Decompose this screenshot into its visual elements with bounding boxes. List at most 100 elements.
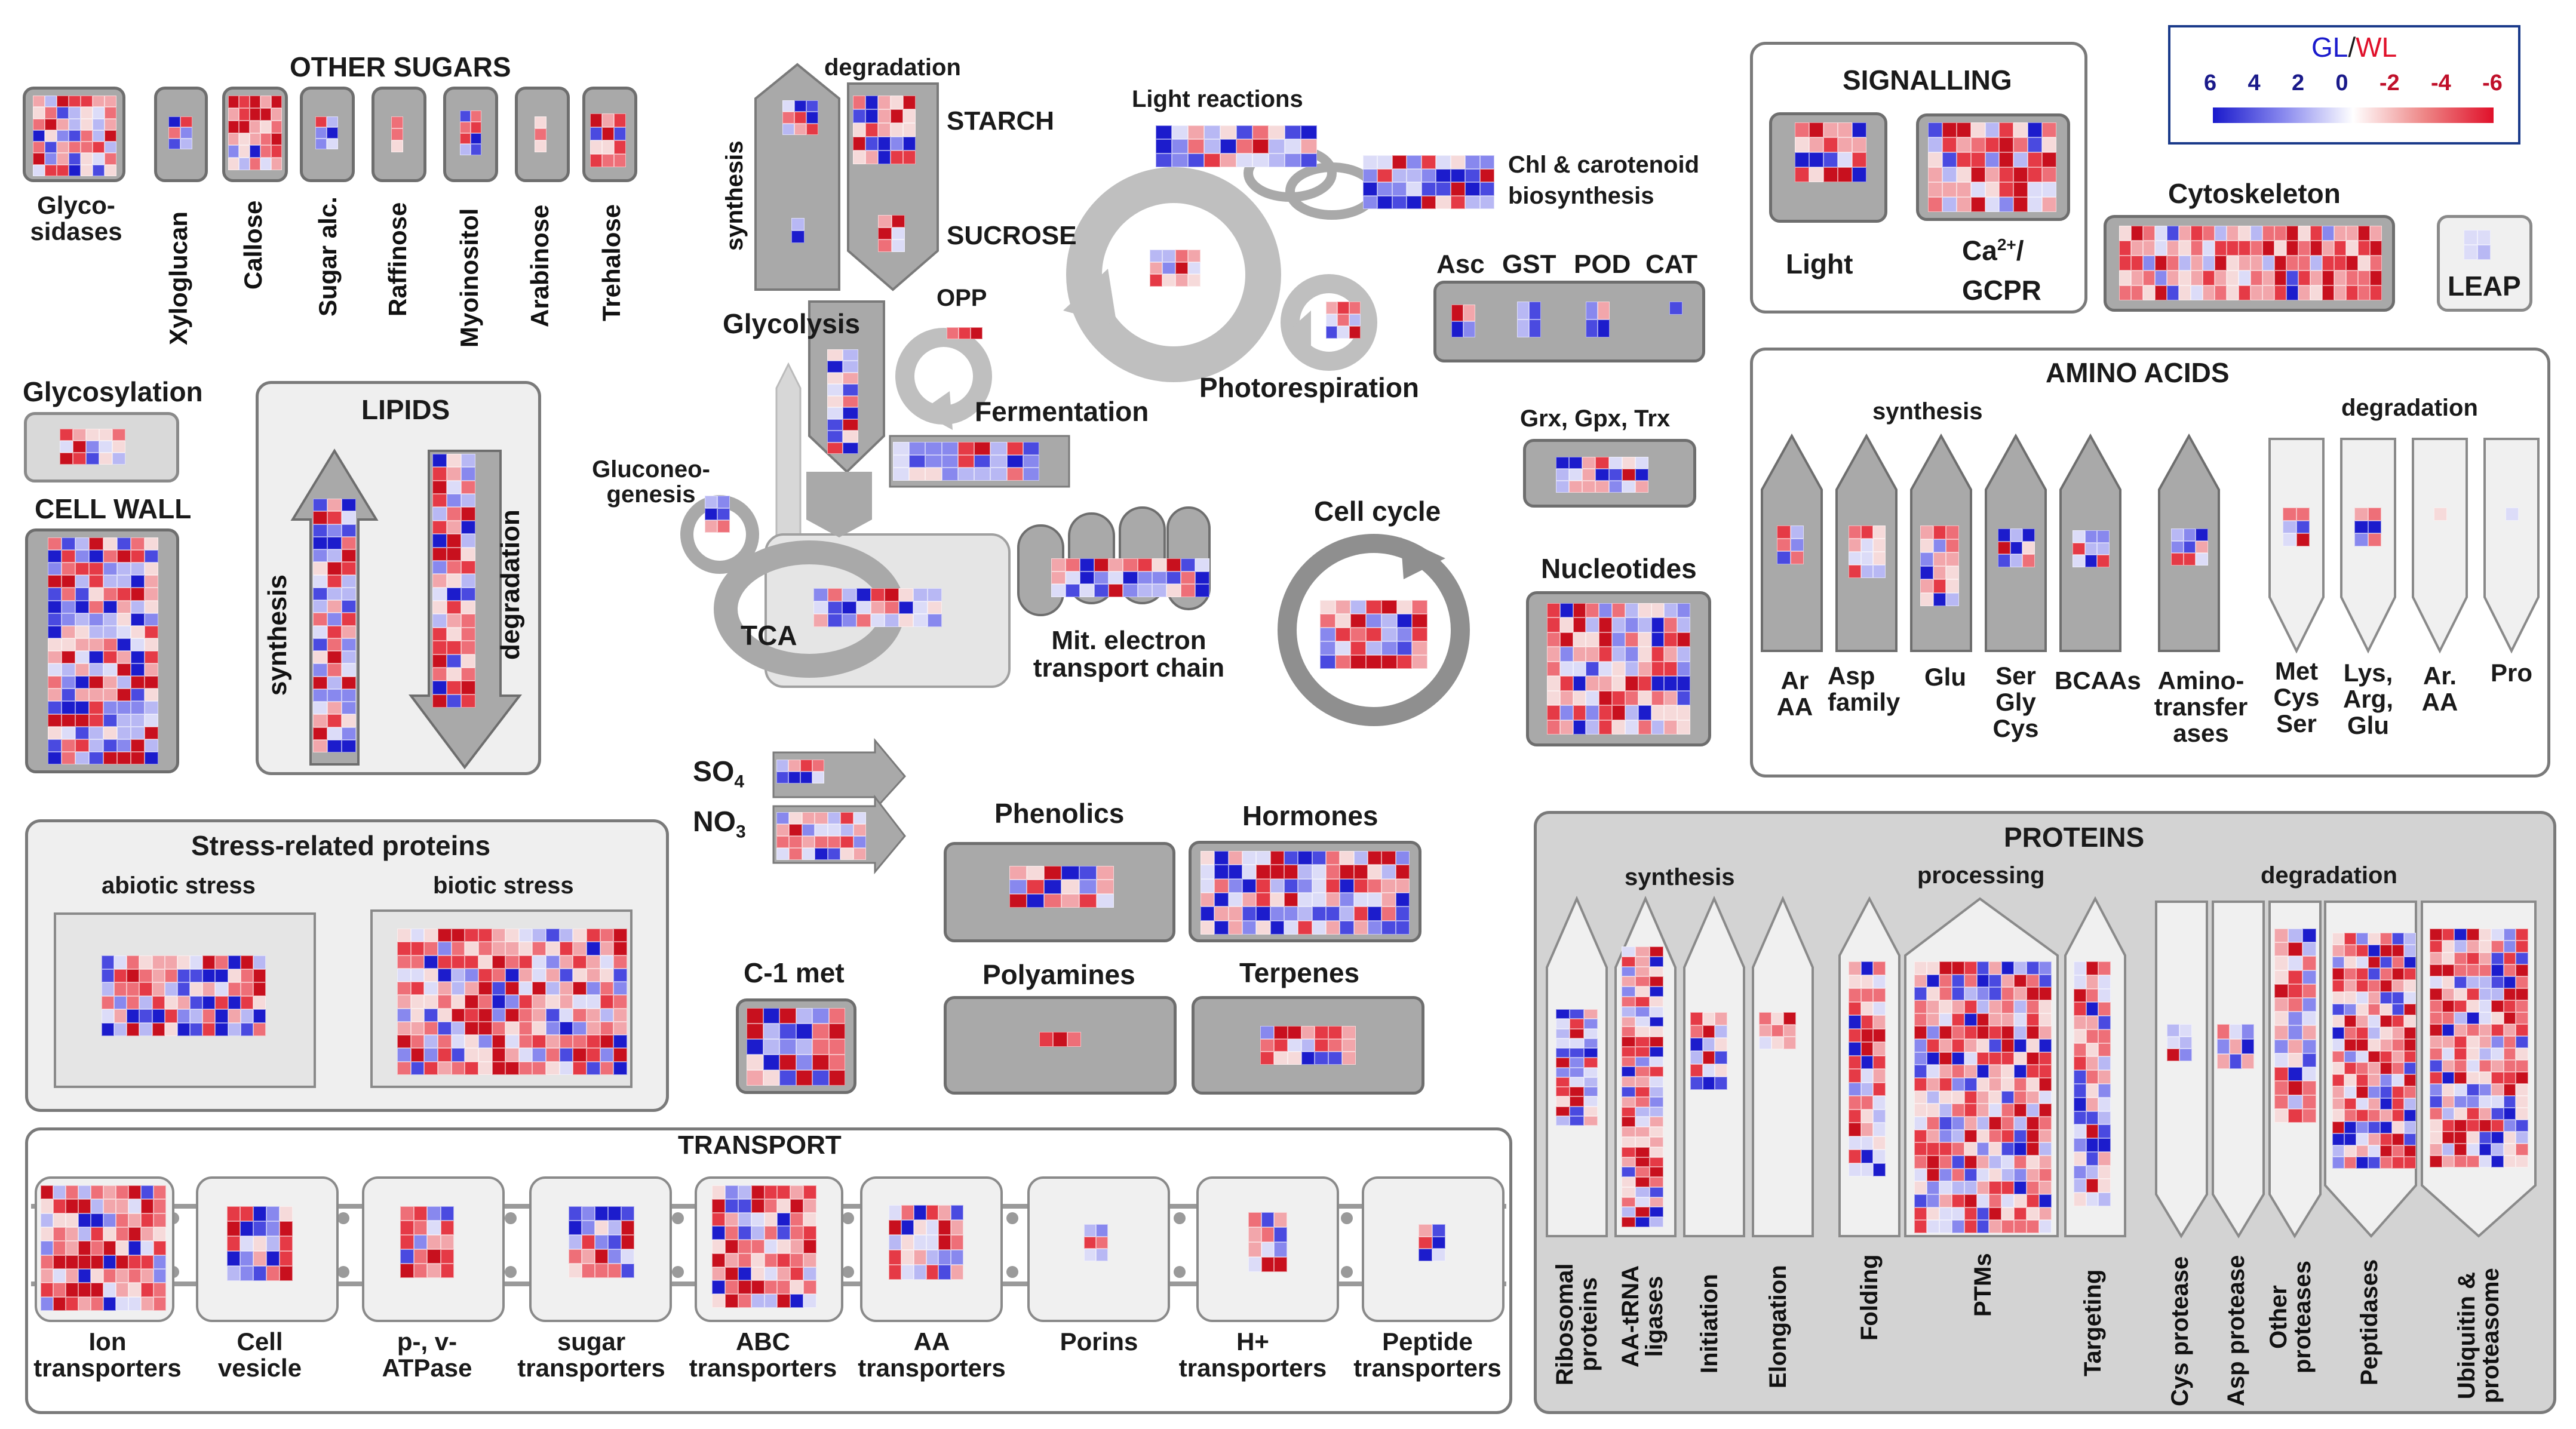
heatmap-cell [2356, 968, 2368, 980]
heatmap-cell [103, 1227, 116, 1241]
heatmap-cell [410, 1008, 425, 1022]
heatmap-cell [461, 654, 475, 668]
heatmap-cell [2346, 285, 2358, 300]
heatmap-cell [2074, 1002, 2086, 1016]
heatmap-cell [2344, 1157, 2356, 1169]
heatmap-cell [1989, 1090, 2002, 1104]
heatmap-cell [2392, 980, 2404, 992]
heatmap-cell [2217, 1039, 2230, 1054]
heatmap-cell [2274, 271, 2286, 285]
cytoskeleton-label: Cytoskeleton [2168, 178, 2341, 209]
heatmap-cell [2001, 1194, 2015, 1207]
heatmap-cell [1556, 469, 1570, 481]
heatmap-cell [413, 1221, 427, 1235]
heatmap-cell [806, 123, 818, 135]
heatmap-cell [941, 442, 958, 455]
heatmap-cell [1027, 866, 1045, 880]
heatmap-cell [2310, 241, 2322, 256]
heatmap-cell [1342, 1026, 1356, 1039]
heatmap-cell [2242, 1024, 2254, 1039]
heatmap-cell [1651, 647, 1665, 662]
heatmap-cell [889, 1235, 901, 1250]
heatmap-cell [410, 955, 425, 969]
heatmap-cell [253, 969, 266, 982]
heatmap-tca [813, 588, 942, 627]
heatmap-cell [1942, 137, 1957, 152]
heatmap-cell [763, 1039, 779, 1055]
heatmap-cell [1715, 1025, 1727, 1038]
heatmap-cell [1989, 1026, 2002, 1039]
heatmap-cell [1976, 1194, 1989, 1207]
heatmap-cell [1180, 584, 1195, 597]
heatmap-cell [1999, 122, 2014, 137]
heatmap-glycosylation [60, 429, 125, 465]
heatmap-cell [1096, 866, 1114, 880]
heatmap-cell [62, 663, 76, 677]
heatmap-cell [1421, 182, 1436, 196]
heatmap-cell [2479, 929, 2492, 941]
heatmap-cell [1556, 1019, 1570, 1029]
heatmap-cell [546, 995, 560, 1009]
gcpr-label: GCPR [1962, 275, 2041, 306]
heatmap-cell [1066, 571, 1080, 585]
heatmap-cell [1337, 326, 1349, 339]
heatmap-cell [130, 625, 145, 638]
heatmap-cell [2503, 976, 2516, 988]
heatmap-cell [1559, 720, 1573, 735]
heatmap-cell [400, 1206, 414, 1221]
heatmap-cell [253, 1266, 266, 1281]
heatmap-cell [89, 714, 103, 727]
heatmap-cell [1860, 1082, 1874, 1096]
heatmap-cell [1976, 987, 1989, 1000]
heatmap-cell [2354, 520, 2368, 534]
heatmap-cell [397, 968, 411, 982]
heatmap-cell [1156, 125, 1172, 140]
heatmap-cell [546, 982, 560, 995]
heatmap-cell [492, 955, 506, 969]
heatmap-cell [2098, 1029, 2111, 1043]
heatmap-cell [424, 1008, 438, 1022]
heatmap-cell [253, 995, 266, 1009]
heatmap-cell [78, 1241, 91, 1255]
heatmap-cell [447, 587, 461, 601]
heatmap-cell [1951, 1168, 1964, 1182]
heatmap-cell [1284, 865, 1298, 879]
heatmap-cell [2086, 1097, 2099, 1111]
heatmap-cell [2039, 961, 2052, 975]
heatmap-cell [1635, 1067, 1650, 1077]
heatmap-cell [1873, 1055, 1886, 1069]
heatmap-cell-wall [48, 537, 158, 764]
heatmap-cell [843, 361, 858, 373]
heatmap-cell [1860, 1136, 1874, 1150]
heatmap-cell [1187, 262, 1201, 275]
heatmap-cell [89, 689, 103, 702]
heatmap-cell [1381, 878, 1396, 893]
heatmap-cell [447, 507, 461, 521]
heatmap-cell [1051, 558, 1066, 571]
heatmap-cell [33, 142, 45, 153]
heatmap-cell [2119, 241, 2131, 256]
heatmap-cell [2191, 285, 2203, 300]
heatmap-cell [2503, 929, 2516, 941]
legend-title-b: WL [2356, 32, 2397, 63]
sugar-tr-label: sugar transporters [517, 1327, 665, 1382]
heatmap-cell [2239, 285, 2250, 300]
heatmap-cell [75, 739, 90, 752]
heatmap-cell [62, 676, 76, 689]
heatmap-cell [141, 1269, 153, 1283]
heatmap-cell [1298, 878, 1312, 893]
heatmap-cell [1677, 603, 1690, 618]
heatmap-cell [2179, 1024, 2192, 1037]
heatmap-cell [2086, 1138, 2099, 1152]
heatmap-cell [2119, 256, 2131, 271]
heatmap-cell [103, 714, 117, 727]
heatmap-cell [2356, 1157, 2368, 1169]
heatmap-cell [103, 726, 117, 739]
heatmap-cell [465, 982, 478, 995]
heatmap-cell [1559, 632, 1573, 647]
heatmap-c1met [747, 1008, 845, 1086]
heatmap-cell [313, 727, 327, 740]
heatmap-cell [1517, 319, 1529, 337]
heatmap-cell [1926, 1026, 1939, 1039]
heatmap-cell [2086, 1043, 2099, 1057]
